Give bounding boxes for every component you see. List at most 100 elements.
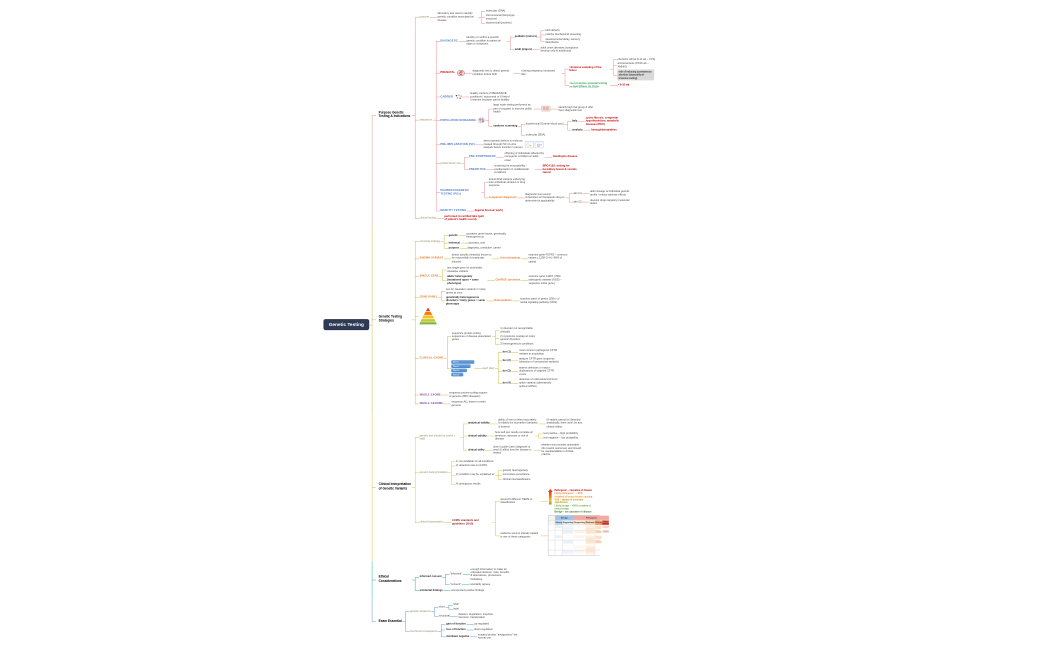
map-node-label[interactable]: companion diagnostic bbox=[488, 196, 517, 200]
map-node-label[interactable]: functional consequence bbox=[410, 629, 438, 634]
map-node-label[interactable]: genetic test should be useful + valid bbox=[419, 434, 456, 442]
map-node-label[interactable]: tier (1) bbox=[502, 350, 511, 354]
map-node-label[interactable]: 2) symptoms overlap w/ many genetic diso… bbox=[500, 335, 536, 342]
map-node-label[interactable]: examine panel of genes (250+) of retinal… bbox=[520, 297, 560, 305]
map-node-label[interactable]: WHOLE GENOME bbox=[419, 402, 444, 406]
map-node-label[interactable]: healthy carriers of RECESSIVE conditions… bbox=[469, 92, 510, 102]
map-node-label[interactable]: CHARGE syndrome bbox=[495, 278, 521, 282]
map-node-label[interactable]: DIAGNOSTIC bbox=[440, 39, 458, 43]
map-node-label[interactable]: SNP bbox=[453, 603, 459, 607]
map-node-label[interactable]: indications bbox=[419, 118, 433, 122]
map-node-label[interactable]: clinical utility bbox=[467, 448, 485, 452]
map-node-label[interactable]: positive biochemical screening bbox=[545, 33, 582, 37]
map-node-label[interactable]: > 9-10 wk bbox=[617, 84, 630, 88]
map-node-label[interactable]: technical bbox=[448, 241, 461, 245]
map-node-label[interactable]: predict future risk bbox=[440, 162, 461, 166]
map-node-label[interactable]: most common pathogenic CFTR variants in … bbox=[519, 349, 557, 356]
map-node-label[interactable]: tier (3) bbox=[502, 369, 511, 373]
map-node-label[interactable]: Achondroplasia bbox=[500, 257, 521, 261]
map-node-label[interactable]: clinical validity bbox=[467, 434, 487, 438]
map-node-label[interactable]: molecular (DNA) bbox=[525, 133, 546, 138]
map-node-label[interactable]: adult onset diseases (symptoms develop o… bbox=[540, 46, 579, 54]
map-node-label[interactable]: each (tier) bbox=[482, 367, 495, 371]
map-node-label[interactable]: examine gene FGFR3 – common variant c.11… bbox=[528, 253, 568, 264]
map-node-label[interactable]: test for causative variants in many gene… bbox=[445, 288, 486, 295]
map-node-label[interactable]: genetic testing limitation bbox=[419, 471, 448, 475]
map-node-label[interactable]: tailor dosage w/ individual genetic prof… bbox=[590, 190, 630, 197]
map-node-label[interactable]: structural bbox=[439, 614, 450, 618]
map-node-label[interactable]: assess deletions or macro-duplications o… bbox=[519, 366, 555, 377]
map-node-label[interactable]: CLINICAL EXOME bbox=[419, 356, 444, 360]
map-node-label[interactable]: birth defects bbox=[545, 29, 560, 33]
map-node-label[interactable]: detect specific variant(s) known to be r… bbox=[451, 253, 492, 264]
map-node-label[interactable]: clinical interpretation bbox=[419, 520, 444, 525]
map-node-label[interactable]: 3) condition may be explained w/ bbox=[456, 473, 495, 477]
map-node-label[interactable]: amniocentesis (15/16 wk – AMNIO) bbox=[617, 62, 649, 69]
map-node-label[interactable]: Huntington disease bbox=[552, 155, 578, 159]
map-node-label[interactable]: causative gene known, genetically hetero… bbox=[466, 232, 507, 240]
map-node-label[interactable]: "consent" bbox=[450, 583, 462, 587]
map-node-label[interactable]: how well test results correlate w/ prese… bbox=[495, 431, 533, 442]
map-node-label[interactable]: chorionic villi (at 9-11 wk – CVS) bbox=[617, 57, 656, 62]
branch-purpose-indications[interactable]: Purpose Genetic Testing & Indications bbox=[378, 111, 411, 119]
map-node-label[interactable]: PREDICTIVE bbox=[469, 168, 486, 172]
map-node-label[interactable]: GENE PANEL bbox=[419, 295, 438, 299]
map-node-label[interactable]: genetically heterogeneous disorders / ma… bbox=[445, 296, 486, 306]
map-node-label[interactable]: Retinopathies bbox=[494, 299, 512, 303]
map-node-label[interactable]: PRE-IMPLANTATION (IVF) bbox=[440, 143, 476, 147]
map-node-label[interactable]: does it guide (care) diagnosis or result… bbox=[493, 445, 532, 456]
map-node-label[interactable]: laboratory test used to identify genetic… bbox=[437, 12, 474, 23]
map-node-label[interactable]: hemoglobinopathies bbox=[591, 128, 617, 132]
map-node-label[interactable]: genetic variations bbox=[410, 609, 431, 614]
map-node-label[interactable]: up-regulated bbox=[474, 622, 490, 627]
map-node-label[interactable]: choosing strategy bbox=[419, 239, 441, 243]
branch-interpretation[interactable]: Clinical Interpretation of Genetic Varia… bbox=[378, 483, 412, 491]
map-node-label[interactable]: sequence protein-coding sequences of dis… bbox=[451, 331, 491, 342]
map-node-label[interactable]: <non-invasive prenatal testing on MATERN… bbox=[569, 82, 608, 89]
map-node-label[interactable]: diagnostic test used in conjunction w/ t… bbox=[525, 192, 565, 203]
map-node-label[interactable]: 2) detection rate not 100% bbox=[456, 464, 487, 468]
map-node-label[interactable]: <invasive sampling of the fetus> bbox=[569, 66, 602, 73]
map-node-label[interactable]: around 5 different TIERS of classificati… bbox=[500, 498, 533, 505]
branch-exam[interactable]: Exam Essential bbox=[378, 619, 402, 624]
map-node-label[interactable]: chromosomal (karyotype structure) bbox=[485, 14, 515, 21]
map-node-label[interactable]: (if variant cannot be detected analytica… bbox=[546, 418, 583, 429]
map-node-label[interactable]: tier (2) bbox=[502, 359, 511, 363]
map-node-label[interactable]: purpose bbox=[448, 246, 459, 250]
map-node-label[interactable]: sequence ALL bases in entire genome bbox=[451, 400, 486, 408]
map-node-label[interactable]: evidence used to classify variant in one… bbox=[500, 532, 539, 539]
map-node-label[interactable]: PHARMACOGENETIC TESTING (PGx) bbox=[440, 189, 470, 196]
map-node-label[interactable]: screening for susceptibility / predispos… bbox=[494, 164, 529, 175]
map-node-label[interactable]: "informed" bbox=[450, 572, 463, 577]
map-node-label[interactable]: incidental findings bbox=[419, 589, 443, 593]
map-node-label[interactable]: molecular (DNA) bbox=[485, 9, 506, 13]
map-node-label[interactable]: offspring of individuals affected by mon… bbox=[504, 152, 544, 163]
map-node-label[interactable]: enough information to make an educated d… bbox=[470, 567, 510, 581]
map-node-label[interactable]: detection of unknown/uncommon splice var… bbox=[519, 378, 558, 389]
map-node-label[interactable]: diagnostic, predictive, carrier bbox=[467, 246, 501, 250]
map-node-label[interactable]: newborn screening bbox=[493, 124, 518, 128]
map-node-label[interactable]: diagnostic test to detect genetic condit… bbox=[472, 69, 510, 77]
map-node-label[interactable]: CARRIER bbox=[440, 95, 454, 99]
map-node-label[interactable]: BRCA1&2: testing for hereditary breast &… bbox=[542, 164, 577, 175]
map-node-label[interactable]: clinical misclassification bbox=[502, 477, 531, 482]
map-node-label[interactable]: biochemical (proteins) bbox=[485, 21, 512, 25]
map-node-label[interactable]: <during pregnancy increased risk> bbox=[520, 69, 555, 77]
map-node-label[interactable]: test single gene for potentially causati… bbox=[447, 266, 482, 274]
map-node-label[interactable]: test negative – low probability bbox=[543, 436, 578, 440]
map-node-label[interactable]: KNOWN VARIANT bbox=[419, 257, 444, 261]
map-node-label[interactable]: clinical testing bbox=[419, 216, 436, 220]
map-node-label[interactable]: test positive – high probability bbox=[543, 432, 578, 436]
map-node-label[interactable]: purpose bbox=[419, 15, 430, 19]
map-node-label[interactable]: down-regulated bbox=[474, 628, 493, 632]
map-node-label[interactable]: biochemical (Guthrie blood spot) bbox=[525, 122, 564, 126]
map-node-label[interactable]: 4) ambiguous results bbox=[456, 482, 481, 486]
map-node-label[interactable]: adult (majors) bbox=[514, 48, 533, 52]
map-node-label[interactable]: unexpected positive findings bbox=[451, 589, 485, 593]
map-node-label[interactable]: gain of function bbox=[446, 622, 466, 627]
map-node-label[interactable]: allelic heterogeneity (mutational types … bbox=[447, 275, 479, 286]
map-node-label[interactable]: SINGLE GENE bbox=[419, 274, 439, 279]
map-node-label[interactable]: developmental delay, sensory disturbance bbox=[545, 37, 580, 45]
map-node-label[interactable]: develop drugs targeting molecular defect bbox=[590, 198, 630, 206]
map-node-label[interactable]: loss of function bbox=[446, 628, 466, 632]
